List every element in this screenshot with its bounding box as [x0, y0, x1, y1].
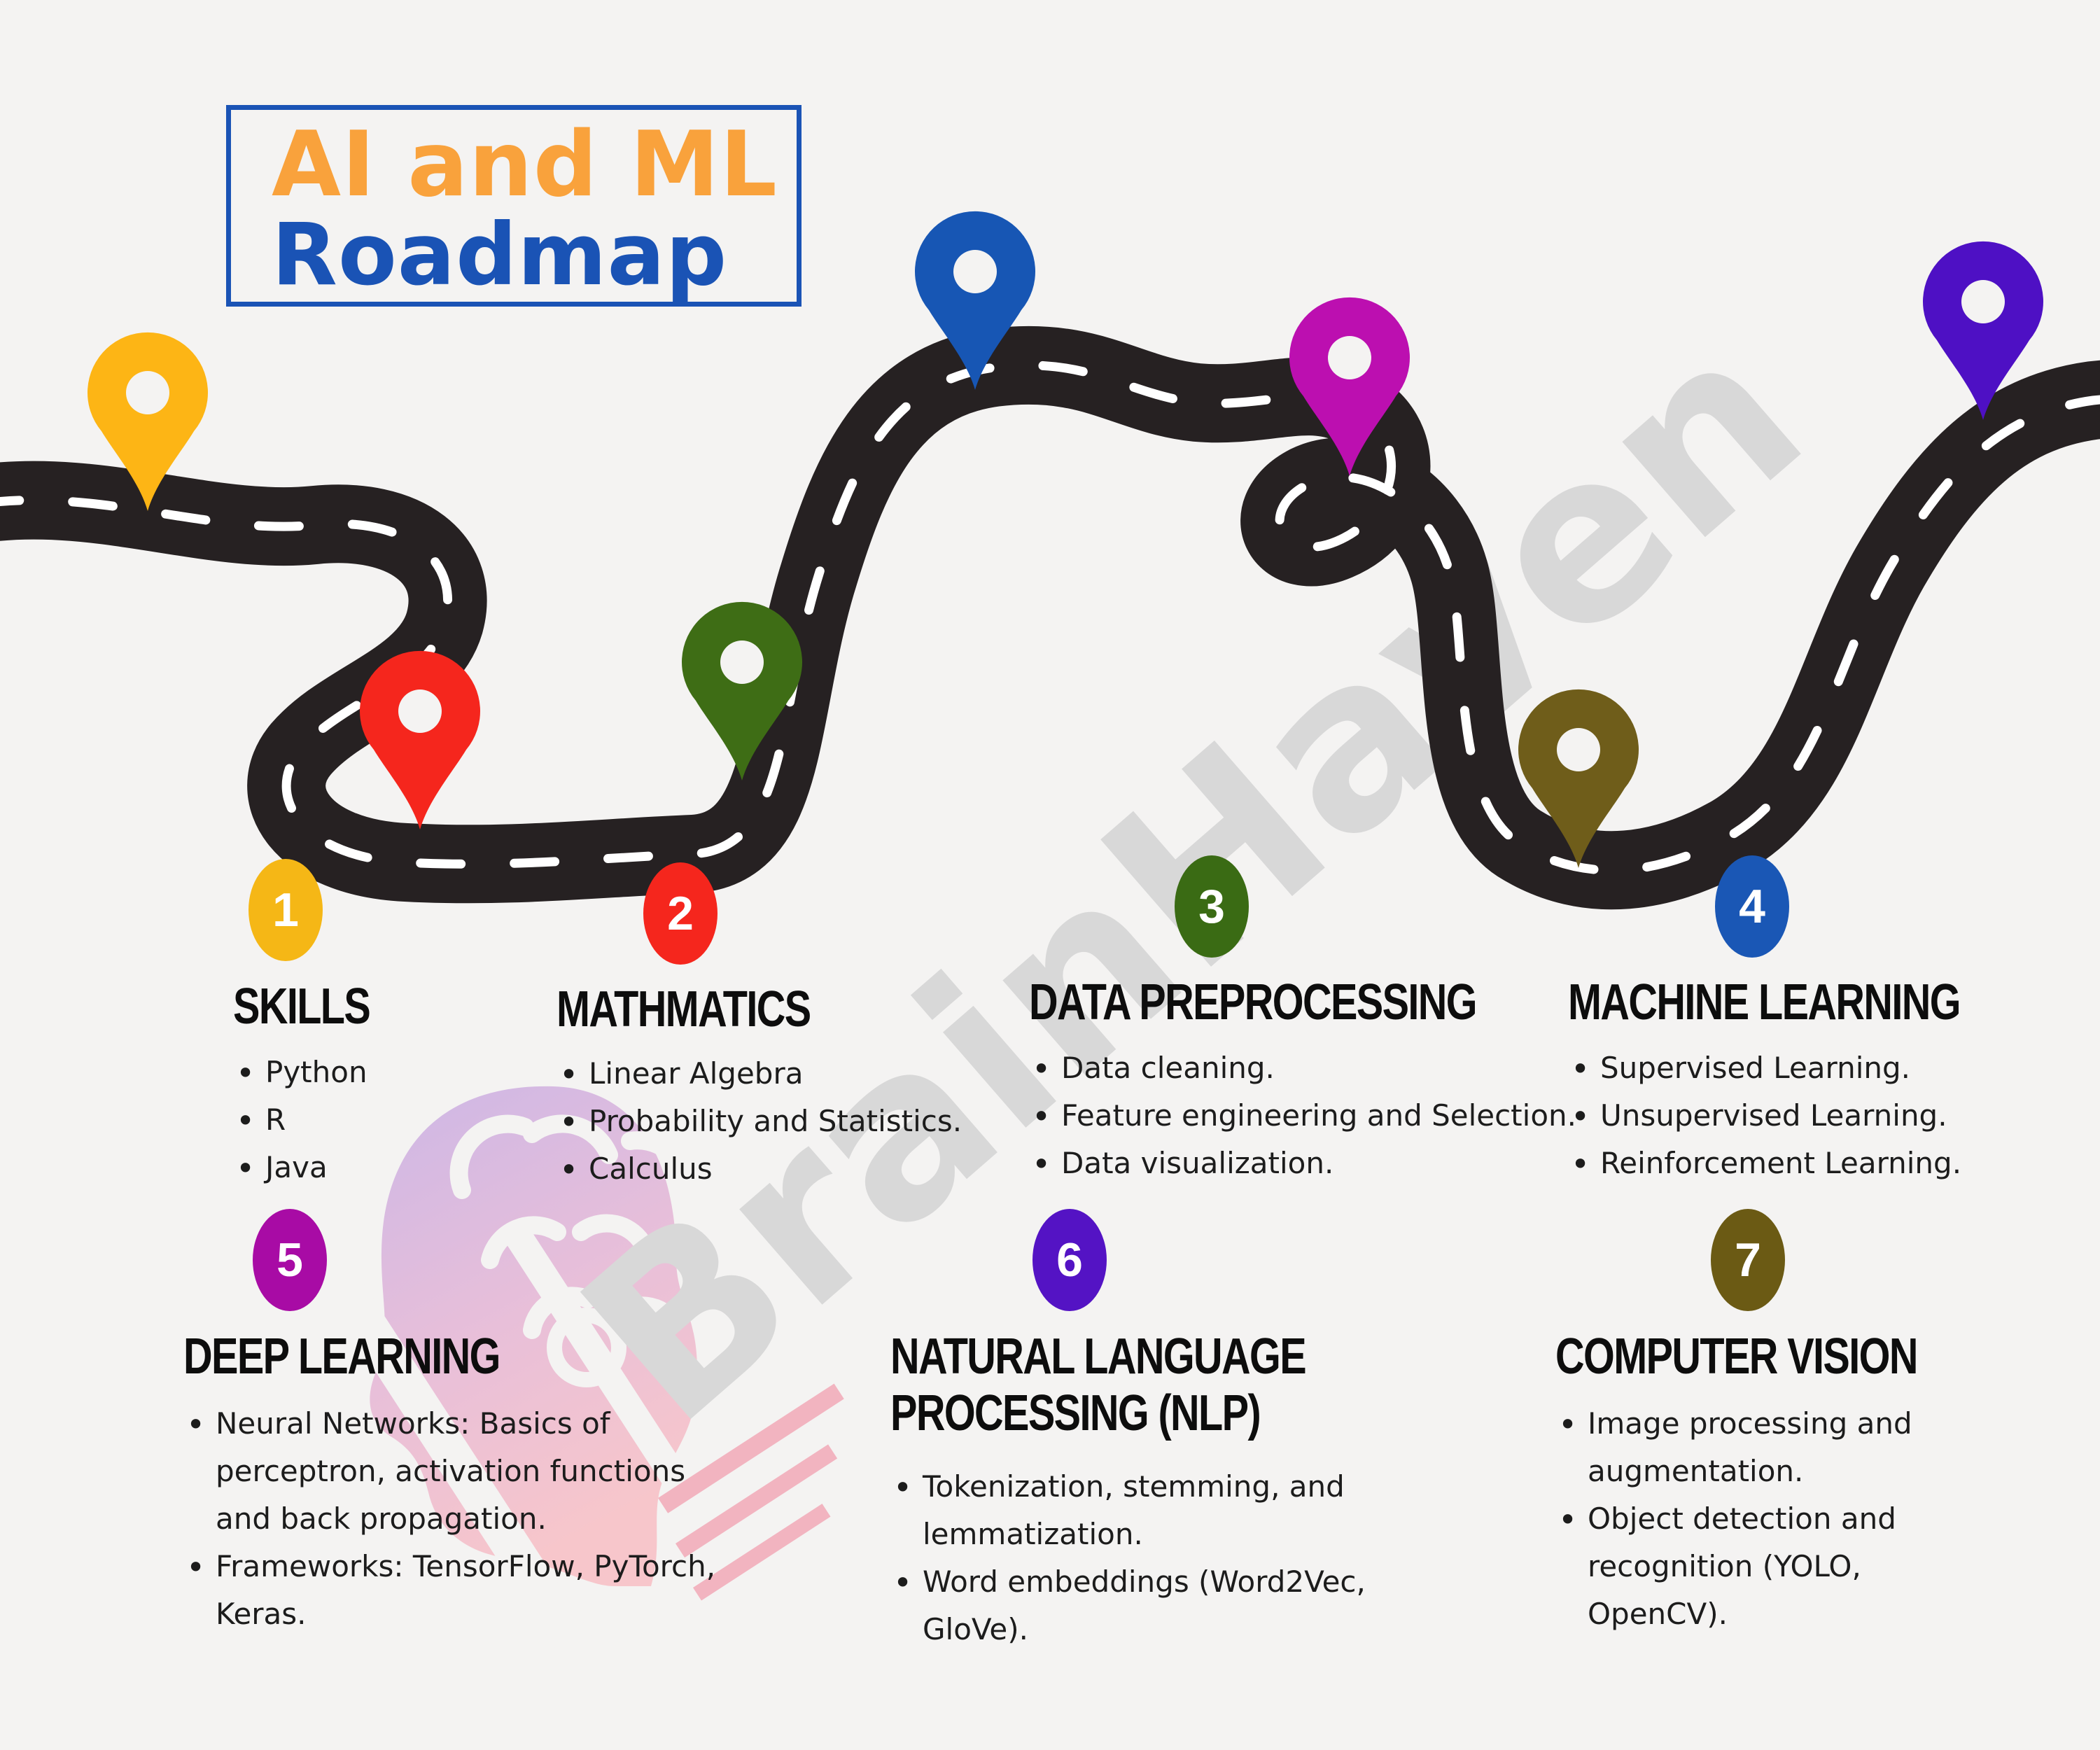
step-badge-5: 5: [253, 1209, 327, 1311]
map-pin-computer-vision-icon: [1518, 689, 1639, 868]
list-item: Linear Algebra: [558, 1049, 1118, 1101]
list-item: R: [234, 1095, 598, 1147]
map-pin-mathematics-icon: [360, 650, 480, 830]
step-badge-2: 2: [643, 862, 718, 965]
list-item: Frameworks: TensorFlow, PyTorch, Keras.: [185, 1541, 731, 1638]
step-badge-7: 7: [1711, 1209, 1785, 1311]
list-item: Tokenization, stemming, and lemmatizatio…: [892, 1462, 1382, 1558]
title-box: AI and ML Roadmap: [226, 105, 802, 307]
section-title-computer-vision: COMPUTER VISION: [1555, 1329, 1918, 1385]
machine-learning-list: Supervised Learning. Unsupervised Learni…: [1569, 1043, 2087, 1191]
list-item: Word embeddings (Word2Vec, GloVe).: [892, 1557, 1382, 1653]
section-title-nlp: NATURAL LANGUAGE PROCESSING (NLP): [890, 1329, 1307, 1441]
list-item: Java: [234, 1142, 598, 1195]
list-item: Data cleaning.: [1030, 1043, 1604, 1096]
section-title-machine-learning: MACHINE LEARNING: [1568, 974, 1961, 1030]
section-title-mathematics: MATHMATICS: [556, 981, 811, 1037]
step-badge-1: 1: [248, 859, 323, 961]
map-pin-nlp-icon: [1923, 241, 2043, 420]
data-preprocessing-list: Data cleaning. Feature engineering and S…: [1030, 1043, 1604, 1191]
map-pin-machine-learning-icon: [915, 211, 1035, 390]
list-item: Neural Networks: Basics of perceptron, a…: [185, 1399, 731, 1543]
list-item: Python: [234, 1047, 598, 1100]
section-title-skills: SKILLS: [233, 979, 371, 1035]
map-pin-skills-icon: [87, 332, 208, 511]
list-item: Data visualization.: [1030, 1138, 1604, 1191]
step-badge-6: 6: [1032, 1209, 1107, 1311]
page-title-line2: Roadmap: [272, 204, 728, 304]
list-item: Unsupervised Learning.: [1569, 1091, 2087, 1143]
list-item: Probability and Statistics.: [558, 1096, 1118, 1149]
nlp-list: Tokenization, stemming, and lemmatizatio…: [892, 1462, 1382, 1653]
list-item: Calculus: [558, 1144, 1118, 1196]
computer-vision-list: Image processing and augmentation. Objec…: [1557, 1399, 1977, 1638]
mathematics-list: Linear Algebra Probability and Statistic…: [558, 1049, 1118, 1196]
map-pin-deep-learning-icon: [1289, 297, 1410, 476]
section-title-deep-learning: DEEP LEARNING: [183, 1329, 500, 1385]
list-item: Image processing and augmentation.: [1557, 1399, 1977, 1495]
list-item: Reinforcement Learning.: [1569, 1138, 2087, 1191]
list-item: Object detection and recognition (YOLO, …: [1557, 1494, 1977, 1638]
step-badge-3: 3: [1175, 855, 1249, 958]
section-title-data-preprocessing: DATA PREPROCESSING: [1029, 974, 1478, 1030]
deep-learning-list: Neural Networks: Basics of perceptron, a…: [185, 1399, 731, 1638]
map-pin-preprocessing-icon: [682, 601, 802, 780]
road: [0, 365, 2100, 870]
list-item: Feature engineering and Selection.: [1030, 1091, 1604, 1143]
skills-list: Python R Java: [234, 1047, 598, 1195]
map-pins: [87, 211, 2043, 868]
list-item: Supervised Learning.: [1569, 1043, 2087, 1096]
page-title-line1: AI and ML: [272, 113, 778, 217]
step-badge-4: 4: [1715, 855, 1789, 958]
